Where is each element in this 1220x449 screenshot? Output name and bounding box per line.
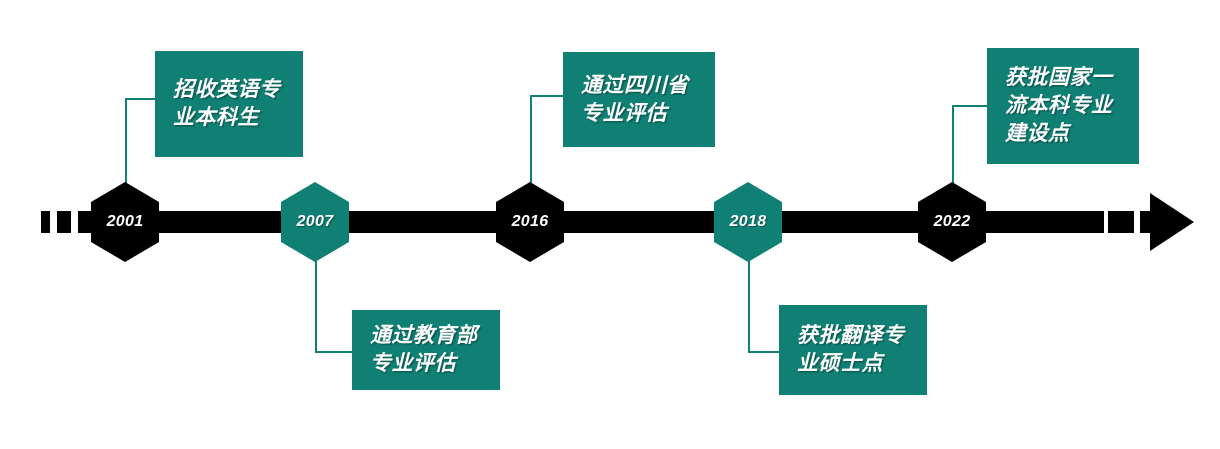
event-label-2018[interactable]: 获批翻译专 业硕士点 bbox=[779, 305, 927, 395]
timeline-arrow-head-icon bbox=[1150, 193, 1194, 251]
event-label-2001[interactable]: 招收英语专 业本科生 bbox=[155, 51, 303, 157]
connector-vertical-2022 bbox=[952, 105, 954, 198]
timeline-node-year-label: 2018 bbox=[729, 213, 767, 230]
timeline-lead-dash-2 bbox=[57, 211, 71, 233]
connector-vertical-2007 bbox=[315, 252, 317, 352]
connector-horizontal-2018 bbox=[748, 351, 780, 353]
timeline-node-year-label: 2022 bbox=[933, 213, 971, 230]
timeline-lead-dash-1 bbox=[41, 211, 50, 233]
connector-horizontal-2007 bbox=[315, 351, 353, 353]
timeline-node-2016[interactable]: 2016 bbox=[496, 182, 564, 262]
connector-vertical-2016 bbox=[530, 95, 532, 198]
timeline-trail-dash-2 bbox=[1140, 211, 1153, 233]
timeline-trail-dash-1 bbox=[1108, 211, 1134, 233]
event-label-2016[interactable]: 通过四川省 专业评估 bbox=[563, 52, 715, 147]
timeline-node-year-label: 2007 bbox=[296, 213, 334, 230]
connector-vertical-2018 bbox=[748, 252, 750, 352]
connector-horizontal-2001 bbox=[125, 98, 157, 100]
timeline-node-2001[interactable]: 2001 bbox=[91, 182, 159, 262]
timeline-main-bar bbox=[104, 211, 1104, 233]
connector-horizontal-2016 bbox=[530, 95, 564, 97]
timeline-node-year-label: 2016 bbox=[511, 213, 549, 230]
connector-vertical-2001 bbox=[125, 98, 127, 198]
connector-horizontal-2022 bbox=[952, 105, 988, 107]
timeline-node-2018[interactable]: 2018 bbox=[714, 182, 782, 262]
timeline-node-year-label: 2001 bbox=[106, 213, 144, 230]
event-label-2022[interactable]: 获批国家一 流本科专业 建设点 bbox=[987, 48, 1139, 164]
event-label-2007[interactable]: 通过教育部 专业评估 bbox=[352, 310, 500, 390]
timeline-node-2022[interactable]: 2022 bbox=[918, 182, 986, 262]
timeline-node-2007[interactable]: 2007 bbox=[281, 182, 349, 262]
